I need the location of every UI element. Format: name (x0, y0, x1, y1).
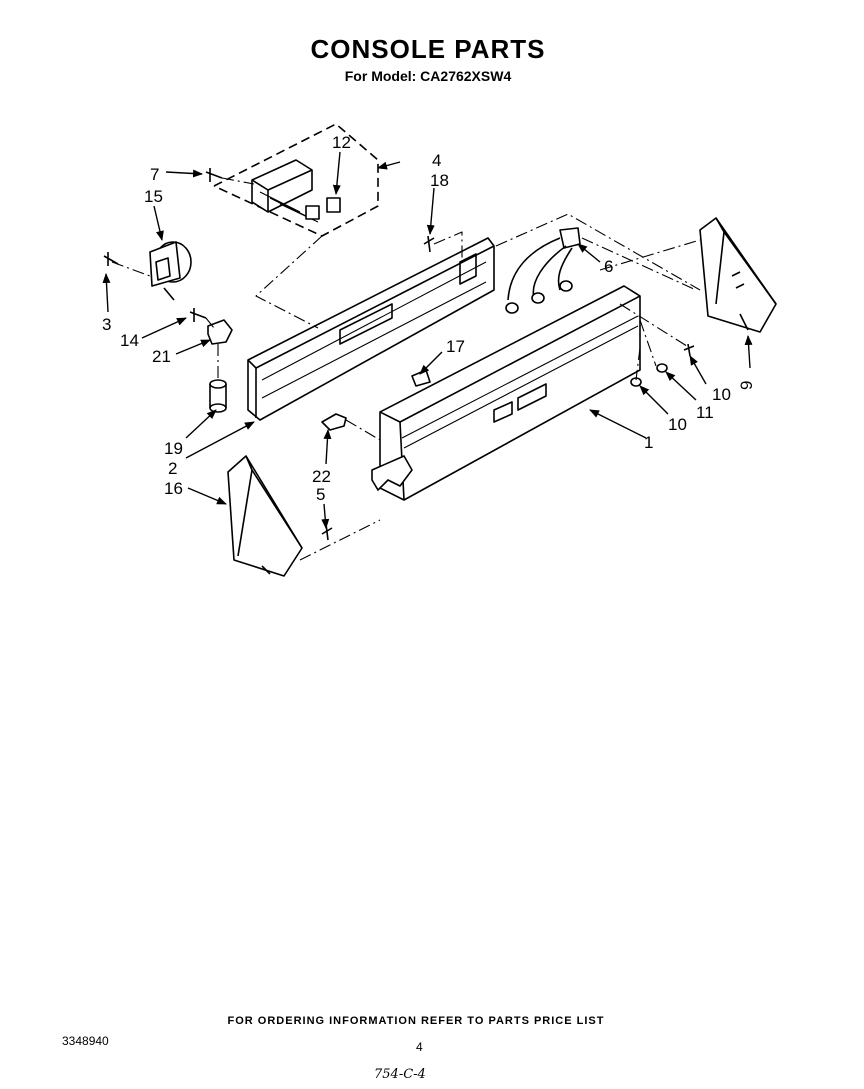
timer-15 (149, 241, 192, 301)
alignment-lines (111, 177, 701, 561)
model-subtitle: For Model: CA2762XSW4 (344, 68, 512, 84)
clip-22 (321, 413, 347, 431)
screw-18 (423, 235, 435, 253)
callout-9: 6 (604, 257, 613, 276)
callout-15: 15 (144, 187, 163, 206)
callout-4: 4 (432, 151, 441, 170)
end-cap-right-6 (699, 217, 777, 333)
document-number: 3348940 (62, 1034, 109, 1048)
callout-19: 19 (164, 439, 183, 458)
wire-harness-9 (505, 227, 581, 314)
screw-7 (321, 523, 333, 541)
callout-6: 9 (737, 381, 756, 390)
console-bracket-2 (247, 237, 495, 421)
ordering-note: FOR ORDERING INFORMATION REFER TO PARTS … (227, 1015, 605, 1027)
callout-2: 2 (168, 459, 177, 478)
console-panel-1 (371, 285, 641, 501)
callout-21: 21 (152, 347, 171, 366)
callout-12: 12 (332, 133, 351, 152)
callout-7: 5 (316, 485, 325, 504)
screw-5 (205, 168, 223, 182)
callout-leaders (102, 151, 753, 529)
callout-16: 16 (164, 479, 183, 498)
callout-11: 11 (696, 403, 714, 422)
callout-14: 14 (120, 331, 139, 350)
grommet-11 (656, 363, 668, 373)
callout-10-lower: 10 (668, 415, 687, 434)
switch-assembly-group (213, 123, 379, 237)
page-title: CONSOLE PARTS (310, 34, 546, 64)
screw-14 (189, 308, 207, 322)
end-cap-left-16 (227, 455, 303, 577)
callout-18: 18 (430, 171, 449, 190)
clip-21 (207, 319, 233, 345)
screw-3 (103, 252, 119, 266)
callout-17: 17 (446, 337, 465, 356)
cylinder-19 (209, 379, 227, 413)
callout-5: 7 (150, 165, 159, 184)
callout-3: 3 (102, 315, 111, 334)
handwritten-note: 754-C-4 (374, 1067, 426, 1082)
callout-22: 22 (312, 467, 331, 486)
page-number: 4 (416, 1040, 423, 1054)
callout-1: 1 (644, 433, 653, 452)
screw-10-upper (683, 343, 695, 357)
callout-10-upper: 10 (712, 385, 731, 404)
